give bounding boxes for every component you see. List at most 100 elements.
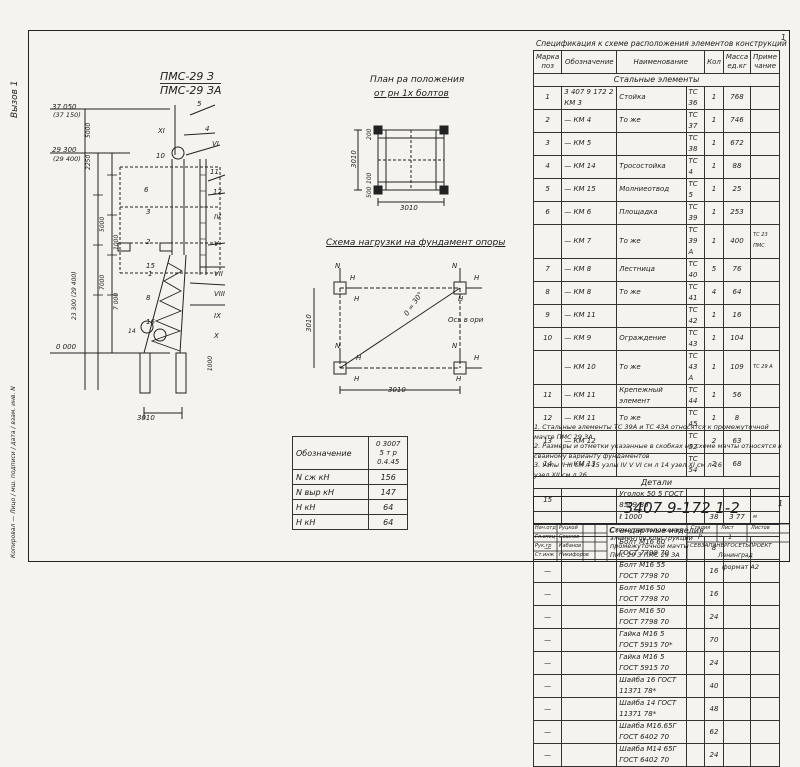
spec-cell-qty: 1	[704, 108, 724, 133]
spec-cell-weight	[722, 674, 752, 699]
spec-cell-name: То же	[616, 223, 687, 259]
spec-cell-weight	[722, 488, 752, 513]
spec-cell-name: Стойка	[616, 85, 687, 110]
binding-strip: Вызов 1 Копировал — Лицо / мш. подписи /…	[6, 30, 28, 562]
spec-h-name: Наименование	[616, 50, 706, 74]
tower-mark-vi: VI	[212, 140, 219, 148]
doc-number: 3407 9-172 1-2	[624, 499, 740, 517]
load-n-3: N	[335, 342, 341, 350]
note-2: 2. Размеры и отметки указанные в скобках…	[534, 442, 783, 460]
spec-cell-weight: 672	[722, 131, 752, 156]
loads-cell-value: 156	[368, 469, 408, 485]
spec-cell-name: То же	[616, 349, 687, 385]
spec-cell-designation: — КМ 12	[561, 429, 618, 454]
person-4: Никифоров	[559, 552, 589, 558]
spec-table: Марка поз Обозначение Наименование Кол М…	[532, 50, 780, 767]
elev-zero: 0 000	[56, 343, 77, 351]
spec-cell-pos: —	[532, 674, 563, 699]
spec-cell-pos: —	[532, 743, 563, 767]
elev-mid: 29 300	[52, 146, 77, 154]
spec-cell-designation	[561, 743, 618, 767]
tower-dim-6: 7 000	[113, 292, 120, 310]
plan-dim-left: 3010	[350, 150, 358, 168]
tower-mark-3: 3	[146, 208, 151, 216]
spec-cell-qty: 24	[704, 651, 724, 676]
person-1: Руцкой	[559, 525, 578, 531]
load-n-1: N	[335, 262, 341, 270]
spec-cell-pos: 11	[532, 383, 563, 408]
loads-cell-value: 64	[368, 514, 408, 530]
spec-cell-note	[750, 280, 780, 305]
org-name: СЕВЗАПЭНЕРГОСЕТЬПРОЕКТ	[690, 543, 772, 549]
tower-dim-4: 7000	[99, 274, 106, 290]
tower-dim-1: 5000	[85, 122, 92, 138]
spec-cell-designation	[561, 488, 618, 513]
spec-cell-code: ТС 43 А	[685, 349, 706, 385]
spec-cell-designation: — КМ 11	[561, 406, 618, 431]
elev-mid-alt: (29 400)	[53, 155, 81, 163]
spec-cell-name: Шайба 14 ГОСТ 11371 78*	[616, 697, 687, 722]
spec-cell-code	[685, 743, 706, 767]
spec-cell-code	[685, 720, 706, 745]
tb-title-4: ПМС 29 З ПМС 29 ЗА	[610, 551, 680, 559]
spec-cell-code: ТС 39	[685, 200, 706, 225]
spec-cell-weight: 68	[722, 452, 752, 477]
spec-cell-qty: 1	[704, 383, 724, 408]
spec-cell-qty: 62	[704, 720, 724, 745]
strip-bottom-label: Копировал — Лицо / мш. подписи / дата / …	[10, 386, 17, 558]
plan-title-2: от рн 1х болтов	[374, 89, 449, 99]
spec-cell-name: Молниеотвод	[616, 177, 687, 202]
tower-mark-1: 1	[148, 270, 153, 278]
spec-cell-name	[616, 131, 687, 156]
spec-cell-weight: 76	[722, 257, 752, 282]
spec-cell-pos: 7	[532, 257, 563, 282]
spec-cell-weight	[722, 605, 752, 630]
spec-cell-qty: 1	[704, 85, 724, 110]
loads-header-value: 0 3007 5 т р 0.4.45	[368, 436, 408, 470]
spec-cell-designation: — КМ 8	[561, 257, 618, 282]
tower-mark-12: 12	[213, 188, 222, 196]
spec-cell-note	[750, 177, 780, 202]
sheet-label: Лист	[721, 525, 734, 531]
spec-cell-pos: —	[532, 628, 563, 653]
spec-cell-code: ТС 39 А	[685, 223, 706, 259]
tower-mark-xi: XI	[158, 127, 165, 135]
load-h-7: Н	[474, 354, 480, 362]
spec-cell-code: ТС 40	[685, 257, 706, 282]
tower-mark-iv: IV	[214, 213, 221, 221]
tb-title-3: промежуточной мачты	[610, 542, 689, 550]
spec-cell-qty: 48	[704, 697, 724, 722]
spec-cell-weight: 746	[722, 108, 752, 133]
note-1: 1. Стальные элементы ТС 39А и ТС 43А отн…	[534, 423, 769, 441]
spec-cell-pos: —	[532, 651, 563, 676]
load-h-6: Н	[354, 375, 360, 383]
spec-cell-pos: 15	[532, 488, 563, 513]
spec-cell-weight: 400	[722, 223, 752, 259]
spec-cell-weight	[722, 628, 752, 653]
stage-value: Р	[698, 533, 702, 541]
loads-cell-value: 147	[368, 484, 408, 500]
spec-cell-note	[750, 406, 780, 431]
spec-cell-code	[685, 582, 706, 607]
title-block: Нач.отд Гл.спец Рук.гр Ст.инж Руцкой Сош…	[533, 524, 790, 562]
spec-cell-note	[750, 257, 780, 282]
spec-cell-note	[750, 536, 780, 561]
spec-cell-note	[750, 697, 780, 722]
spec-cell-name	[616, 303, 687, 328]
note-3: 3. Узлы II III см л 15 узлы IV V VI см л…	[534, 461, 722, 469]
spec-cell-designation	[561, 582, 618, 607]
spec-cell-name	[616, 452, 687, 477]
sheet-format: формат А2	[722, 563, 759, 571]
spec-cell-note	[750, 674, 780, 699]
load-h-1: Н	[350, 274, 356, 282]
spec-cell-note	[750, 131, 780, 156]
spec-cell-note	[750, 605, 780, 630]
